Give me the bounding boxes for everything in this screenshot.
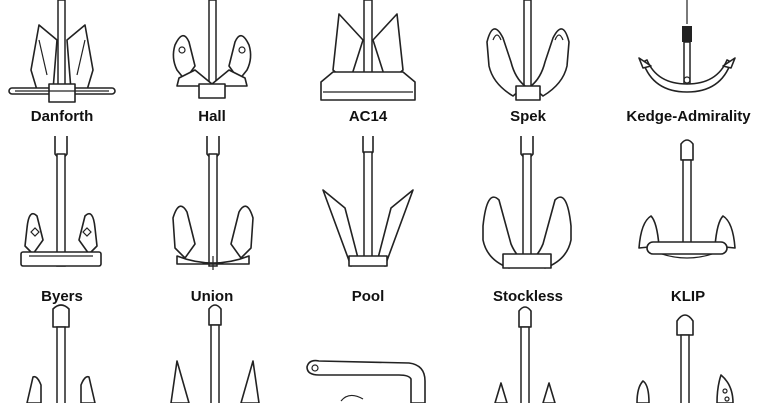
anchor-label: Spek — [510, 108, 546, 125]
anchor-row3-1 — [0, 304, 137, 403]
stockless-anchor-drawing — [482, 136, 572, 269]
pool-anchor-drawing — [322, 136, 414, 267]
anchor-label: AC14 — [348, 108, 388, 125]
danforth-anchor-drawing — [8, 0, 116, 103]
anchor-hall: Hall — [137, 0, 287, 134]
anchor-row3-2 — [137, 304, 287, 403]
anchor-row3-3 — [293, 305, 443, 403]
byers-anchor-drawing — [20, 136, 102, 267]
anchor-label: Pool — [351, 288, 385, 305]
anchor-label: Hall — [198, 108, 226, 125]
anchor-spek: Spek — [453, 0, 603, 134]
anchor-ac14: AC14 — [293, 0, 443, 134]
anchor-label: Byers — [41, 288, 83, 305]
anchor-drawing-partial — [636, 314, 734, 403]
anchor-row3-5 — [613, 305, 763, 403]
anchor-label: Union — [190, 288, 234, 305]
anchor-byers: Byers — [0, 136, 137, 305]
anchor-label: Kedge-Admirality — [626, 108, 751, 125]
hall-anchor-drawing — [172, 0, 252, 99]
anchor-union: Union — [137, 136, 287, 305]
anchor-drawing-partial — [306, 359, 426, 403]
kedge-anchor-drawing — [638, 0, 736, 93]
anchor-danforth: Danforth — [0, 0, 137, 134]
union-anchor-drawing — [172, 136, 254, 270]
anchor-drawing-partial — [26, 304, 96, 403]
ac14-anchor-drawing — [320, 0, 416, 101]
anchor-drawing-partial — [494, 306, 556, 403]
anchor-label: KLIP — [670, 288, 706, 305]
anchor-klip: KLIP — [613, 136, 763, 305]
spek-anchor-drawing — [486, 0, 570, 101]
anchor-pool: Pool — [293, 136, 443, 305]
anchor-label: Stockless — [492, 288, 564, 305]
klip-anchor-drawing — [638, 139, 736, 259]
anchor-stockless: Stockless — [453, 136, 603, 305]
anchor-kedge-admirality: Kedge-Admirality — [613, 0, 763, 134]
anchor-label: Danforth — [30, 108, 94, 125]
anchor-row3-4 — [453, 305, 603, 403]
anchor-drawing-partial — [170, 304, 260, 403]
